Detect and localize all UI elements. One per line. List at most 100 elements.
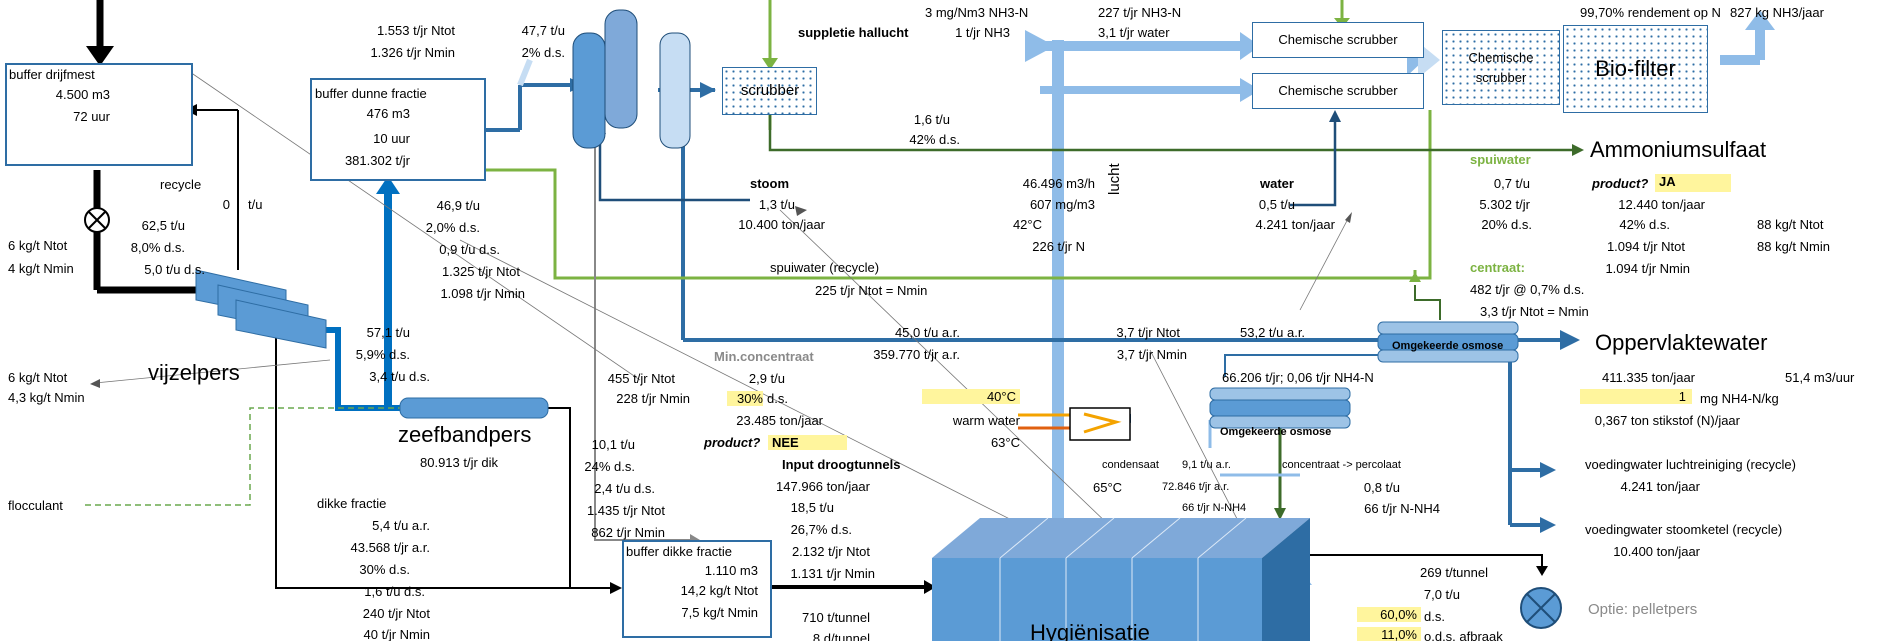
far-right-1: 88 kg/t Ntot xyxy=(1757,217,1824,232)
droog-tun1: 710 t/tunnel xyxy=(802,610,870,625)
dun-val-1: 46,9 t/u xyxy=(436,198,480,213)
buffer-dunne-box xyxy=(310,78,486,181)
tunnel-right-4: 11,0% xyxy=(1357,627,1421,641)
buffer-dikke-box xyxy=(622,540,772,638)
opp-val-2b: mg NH4-N/kg xyxy=(1700,391,1779,406)
zeef-right-val-1: 10,1 t/u xyxy=(591,437,635,452)
spuiwater-val-3: 20% d.s. xyxy=(1481,217,1532,232)
dikke-val-6: 40 t/jr Nmin xyxy=(363,627,430,641)
opp-val-3: 0,367 ton stikstof (N)/jaar xyxy=(1594,413,1740,428)
buffer-dunne-l2: 10 uur xyxy=(373,131,410,146)
dikke-val-3: 30% d.s. xyxy=(359,562,410,577)
scrubber-label: scrubber xyxy=(740,82,800,99)
m3-uur: 51,4 m3/uur xyxy=(1785,370,1855,385)
flocculant-label: flocculant xyxy=(8,498,63,513)
ar-line-2: 359.770 t/jr a.r. xyxy=(873,347,960,362)
zeefbandpers-sub: 80.913 t/jr dik xyxy=(420,455,499,470)
dikke-fractie-title: dikke fractie xyxy=(317,496,387,511)
vijzel-val-1: 57,1 t/u xyxy=(366,325,410,340)
osmose-label-2: Omgekeerde osmose xyxy=(1392,340,1504,352)
chem-scrubber-2-label: Chemische scrubber xyxy=(1278,83,1398,98)
scrub-under-2: 42% d.s. xyxy=(909,132,960,147)
vijzel-val-3: 3,4 t/u d.s. xyxy=(369,369,430,384)
zeef-right-val-4: 1.435 t/jr Ntot xyxy=(586,503,665,518)
recycle-label: recycle xyxy=(160,177,202,192)
warm-t40: 40°C xyxy=(922,389,1020,404)
chem-scrubber-1-label: Chemische scrubber xyxy=(1278,32,1398,47)
water-val-1: 0,5 t/u xyxy=(1258,197,1295,212)
min-conc-v1: 2,9 t/u xyxy=(748,371,785,386)
chem-scrubber-3-line1: Chemische xyxy=(1468,50,1534,65)
dun-val-5: 1.098 t/jr Nmin xyxy=(440,286,525,301)
product-top-a: JA xyxy=(1655,174,1731,192)
dun-val-2: 2,0% d.s. xyxy=(425,220,480,235)
opp-val-1: 411.335 ton/jaar xyxy=(1602,370,1695,385)
buffer-dikke-title: buffer dikke fractie xyxy=(626,544,732,559)
tunnel-right-3b: d.s. xyxy=(1424,609,1445,624)
tunnel-right-4b: o.d.s. afbraak xyxy=(1424,629,1503,641)
voeding1-title: voedingwater luchtreiniging (recycle) xyxy=(1585,457,1796,472)
product-val-1: 12.440 ton/jaar xyxy=(1618,197,1705,212)
scrub-under-1: 1,6 t/u xyxy=(913,112,950,127)
min-conc-v2: 30% xyxy=(727,391,763,406)
rendement: 99,70% rendement op N xyxy=(1580,5,1721,20)
tunnel-right-2: 7,0 t/u xyxy=(1423,587,1460,602)
osmose-label-1: Omgekeerde osmose xyxy=(1220,426,1332,438)
product-val-4: 1.094 t/jr Nmin xyxy=(1605,261,1690,276)
biofilter-box xyxy=(1563,25,1708,113)
top-left-val-1: 1.553 t/jr Ntot xyxy=(376,23,455,38)
dun-val-3: 0,9 t/u d.s. xyxy=(439,242,500,257)
tunnel-right-1: 269 t/tunnel xyxy=(1420,565,1488,580)
condensaat-t: 65°C xyxy=(1093,480,1123,495)
water-title: water xyxy=(1260,176,1294,191)
lucht-val-4: 226 t/jr N xyxy=(1032,239,1085,254)
buffer-drijfmest-volume: 4.500 m3 xyxy=(55,87,110,102)
oppervlaktewater-label: Oppervlaktewater xyxy=(1595,330,1768,355)
conc-perc-v2: 66 t/jr N-NH4 xyxy=(1364,501,1440,516)
optie-pelletpers: Optie: pelletpers xyxy=(1588,601,1698,618)
ntot-line-1: 3,7 t/jr Ntot xyxy=(1116,325,1180,340)
nh4-line: 66.206 t/jr; 0,06 t/jr NH4-N xyxy=(1222,370,1374,385)
buffer-drijfmest-box xyxy=(5,63,193,166)
min-conc-v2b: d.s. xyxy=(767,391,788,406)
water-val-2: 4.241 ton/jaar xyxy=(1255,217,1335,232)
buffer-dunne-title: buffer dunne fractie xyxy=(315,86,427,101)
lucht-val-2: 607 mg/m3 xyxy=(1029,197,1095,212)
min-conc-title: Min.concentraat xyxy=(714,349,814,364)
buffer-dunne-l1: 476 m3 xyxy=(366,106,410,121)
droog-title: Input droogtunnels xyxy=(782,457,901,472)
suppletie-label: suppletie hallucht xyxy=(798,25,909,40)
spuiwater-val-1: 0,7 t/u xyxy=(1493,176,1530,191)
lucht-label: lucht xyxy=(1106,163,1123,195)
buffer-dikke-l3: 7,5 kg/t Nmin xyxy=(681,605,758,620)
product-val-2: 42% d.s. xyxy=(1619,217,1670,232)
chem-scrubber-3-box xyxy=(1442,30,1560,105)
dun-val-4: 1.325 t/jr Ntot xyxy=(441,264,520,279)
far-right-2: 88 kg/t Nmin xyxy=(1757,239,1830,254)
buffer-dunne-l3: 381.302 t/jr xyxy=(344,153,410,168)
nh3-right-2: 3,1 t/jr water xyxy=(1098,25,1170,40)
droog-val-1: 147.966 ton/jaar xyxy=(776,479,870,494)
droog-val-2: 18,5 t/u xyxy=(790,500,834,515)
chem-scrubber-3-line2: scrubber xyxy=(1475,70,1527,85)
tunnel-right-3: 60,0% xyxy=(1357,607,1421,622)
zeef-right-val-3: 2,4 t/u d.s. xyxy=(594,481,655,496)
recycle-value: 0 xyxy=(222,197,230,212)
recycle-unit: t/u xyxy=(248,197,263,212)
voeding1-val: 4.241 ton/jaar xyxy=(1620,479,1700,494)
nh3-line-1: 3 mg/Nm3 NH3-N xyxy=(925,5,1029,20)
warm-t63: 63°C xyxy=(990,435,1020,450)
opp-val-2: 1 xyxy=(1580,389,1692,404)
spuiwater-recycle-label: spuiwater (recycle) xyxy=(770,260,880,275)
kg-nh3: 827 kg NH3/jaar xyxy=(1730,5,1824,20)
zeef-right-val-2: 24% d.s. xyxy=(584,459,635,474)
conc-perc-label: concentraat -> percolaat xyxy=(1282,459,1401,471)
centraat-val-2: 3,3 t/jr Ntot = Nmin xyxy=(1480,304,1589,319)
vijzel-left-1: 6 kg/t Ntot xyxy=(8,370,68,385)
chem-scrubber-1-box xyxy=(1252,22,1424,58)
condensaat-label: condensaat xyxy=(1102,459,1159,471)
ammoniumsulfaat-label: Ammoniumsulfaat xyxy=(1590,137,1767,162)
ar-right: 53,2 t/u a.r. xyxy=(1240,325,1306,340)
